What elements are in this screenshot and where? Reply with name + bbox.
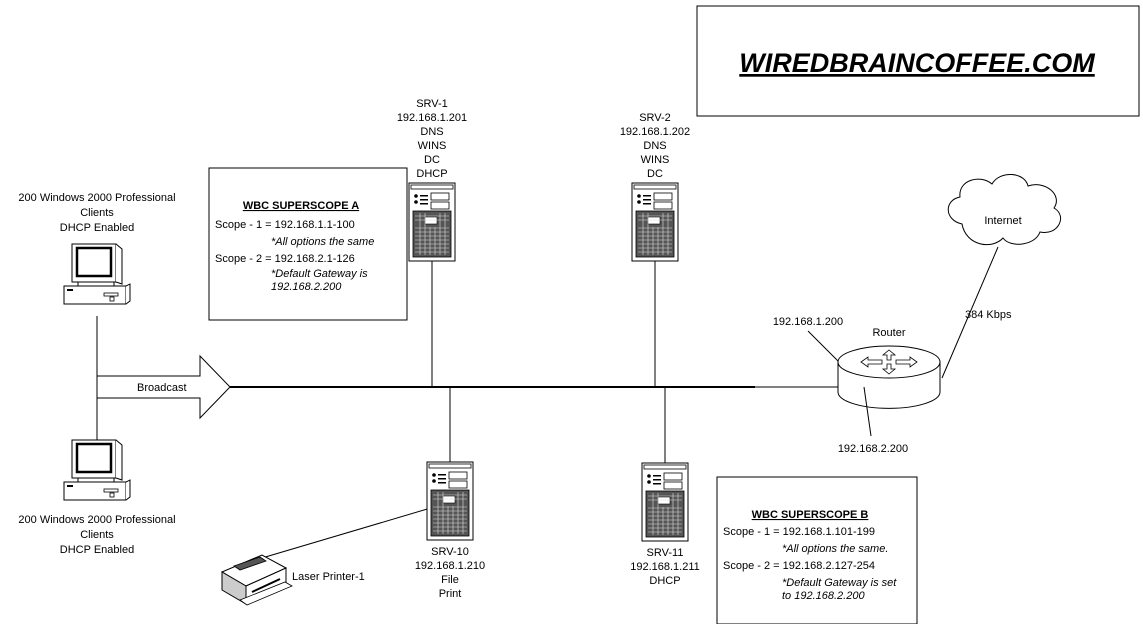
srv2-label-2: 192.168.1.202 bbox=[620, 126, 690, 138]
router-ip-lan1: 192.168.1.200 bbox=[773, 316, 843, 328]
clients-bottom-line-2: Clients bbox=[80, 529, 114, 541]
superscope-a-box: WBC SUPERSCOPE A Scope - 1 = 192.168.1.1… bbox=[209, 168, 407, 320]
superscope-a-scope2: Scope - 2 = 192.168.2.1-126 bbox=[215, 253, 355, 265]
srv10-label-1: SRV-10 bbox=[431, 546, 469, 558]
superscope-a-scope1: Scope - 1 = 192.168.1.1-100 bbox=[215, 219, 355, 231]
superscope-a-note1: *All options the same bbox=[271, 236, 374, 248]
router-icon bbox=[838, 346, 940, 408]
superscope-a-note2a: *Default Gateway is bbox=[271, 268, 368, 280]
printer-link-line bbox=[262, 507, 434, 558]
laser-printer-icon bbox=[222, 555, 292, 605]
superscope-b-scope2: Scope - 2 = 192.168.2.127-254 bbox=[723, 560, 875, 572]
superscope-b-note2b: to 192.168.2.200 bbox=[782, 590, 865, 602]
srv10-label-3: File bbox=[441, 574, 459, 586]
server-srv11: SRV-11 192.168.1.211 DHCP bbox=[630, 463, 700, 587]
title-box: WIREDBRAINCOFFEE.COM bbox=[697, 6, 1139, 116]
internet-cloud: Internet bbox=[948, 174, 1060, 244]
srv10-label-4: Print bbox=[439, 588, 462, 600]
superscope-a-heading: WBC SUPERSCOPE A bbox=[243, 200, 359, 212]
title-text: WIREDBRAINCOFFEE.COM bbox=[739, 48, 1095, 78]
srv10-label-2: 192.168.1.210 bbox=[415, 560, 485, 572]
superscope-a-note2b: 192.168.2.200 bbox=[271, 281, 342, 293]
client-pc-top-icon bbox=[64, 244, 130, 304]
clients-bottom-line-1: 200 Windows 2000 Professional bbox=[18, 514, 175, 526]
superscope-b-box: WBC SUPERSCOPE B Scope - 1 = 192.168.1.1… bbox=[717, 477, 917, 624]
superscope-b-scope1: Scope - 1 = 192.168.1.101-199 bbox=[723, 526, 875, 538]
superscope-b-note1: *All options the same. bbox=[782, 543, 888, 555]
srv11-server-icon bbox=[642, 463, 688, 541]
broadcast-label: Broadcast bbox=[137, 382, 187, 394]
client-group-bottom: 200 Windows 2000 Professional Clients DH… bbox=[18, 440, 175, 556]
internet-label: Internet bbox=[984, 215, 1021, 227]
srv11-label-2: 192.168.1.211 bbox=[630, 561, 700, 573]
srv2-label-5: DC bbox=[647, 168, 663, 180]
router-ip-lan2: 192.168.2.200 bbox=[838, 443, 908, 455]
srv2-label-3: DNS bbox=[643, 140, 666, 152]
clients-top-line-2: Clients bbox=[80, 207, 114, 219]
broadcast-arrow: Broadcast bbox=[97, 356, 230, 418]
srv1-label-4: WINS bbox=[418, 140, 447, 152]
router-label: Router bbox=[872, 327, 905, 339]
printer-label: Laser Printer-1 bbox=[292, 571, 365, 583]
server-srv2: SRV-2 192.168.1.202 DNS WINS DC bbox=[620, 112, 690, 261]
srv1-label-5: DC bbox=[424, 154, 440, 166]
srv11-label-3: DHCP bbox=[649, 575, 680, 587]
router: Router 192.168.1.200 192.168.2.200 bbox=[773, 316, 940, 455]
srv1-label-6: DHCP bbox=[416, 168, 447, 180]
superscope-b-note2a: *Default Gateway is set bbox=[782, 577, 897, 589]
link-speed-label: 384 Kbps bbox=[965, 309, 1012, 321]
clients-bottom-line-3: DHCP Enabled bbox=[60, 544, 134, 556]
srv11-label-1: SRV-11 bbox=[647, 547, 684, 559]
server-srv10: SRV-10 192.168.1.210 File Print bbox=[415, 462, 485, 600]
clients-top-line-3: DHCP Enabled bbox=[60, 222, 134, 234]
srv1-label-1: SRV-1 bbox=[416, 98, 448, 110]
client-group-top: 200 Windows 2000 Professional Clients DH… bbox=[18, 192, 175, 304]
superscope-b-heading: WBC SUPERSCOPE B bbox=[752, 509, 869, 521]
srv1-label-2: 192.168.1.201 bbox=[397, 112, 467, 124]
srv2-server-icon bbox=[632, 183, 678, 261]
srv1-server-icon bbox=[409, 183, 455, 261]
client-pc-bottom-icon bbox=[64, 440, 130, 500]
srv2-label-4: WINS bbox=[641, 154, 670, 166]
clients-top-line-1: 200 Windows 2000 Professional bbox=[18, 192, 175, 204]
srv2-label-1: SRV-2 bbox=[639, 112, 671, 124]
srv1-label-3: DNS bbox=[420, 126, 443, 138]
srv10-server-icon bbox=[427, 462, 473, 540]
